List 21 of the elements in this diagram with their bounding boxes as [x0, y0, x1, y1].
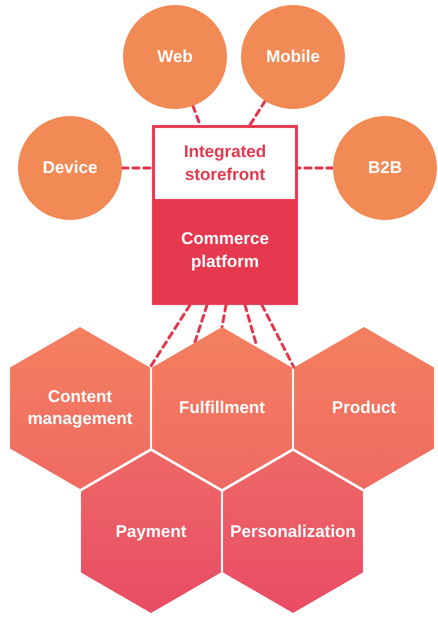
dashed-connector — [120, 166, 154, 170]
platform-box — [152, 199, 298, 305]
node-label: Mobile — [265, 46, 321, 68]
dashed-connector — [191, 104, 202, 126]
dashed-connector — [248, 99, 267, 126]
node-label: Personalization — [229, 520, 357, 543]
node-label: Web — [156, 46, 194, 68]
dashed-connector — [193, 304, 209, 344]
node-label: Integrated storefront — [182, 141, 268, 186]
dashed-connector — [148, 304, 192, 369]
node-label: Fulfillment — [178, 396, 266, 419]
node-label: Device — [42, 156, 98, 179]
dashed-connector — [296, 166, 334, 170]
node-label: Payment — [114, 520, 188, 543]
node-label: Content management — [26, 386, 134, 430]
node-label: Commerce platform — [180, 228, 270, 272]
dashed-connector — [260, 304, 296, 369]
storefront-box — [152, 125, 298, 199]
node-label: Product — [330, 396, 398, 419]
dashed-connector — [220, 304, 228, 328]
node-label: B2B — [366, 156, 403, 179]
